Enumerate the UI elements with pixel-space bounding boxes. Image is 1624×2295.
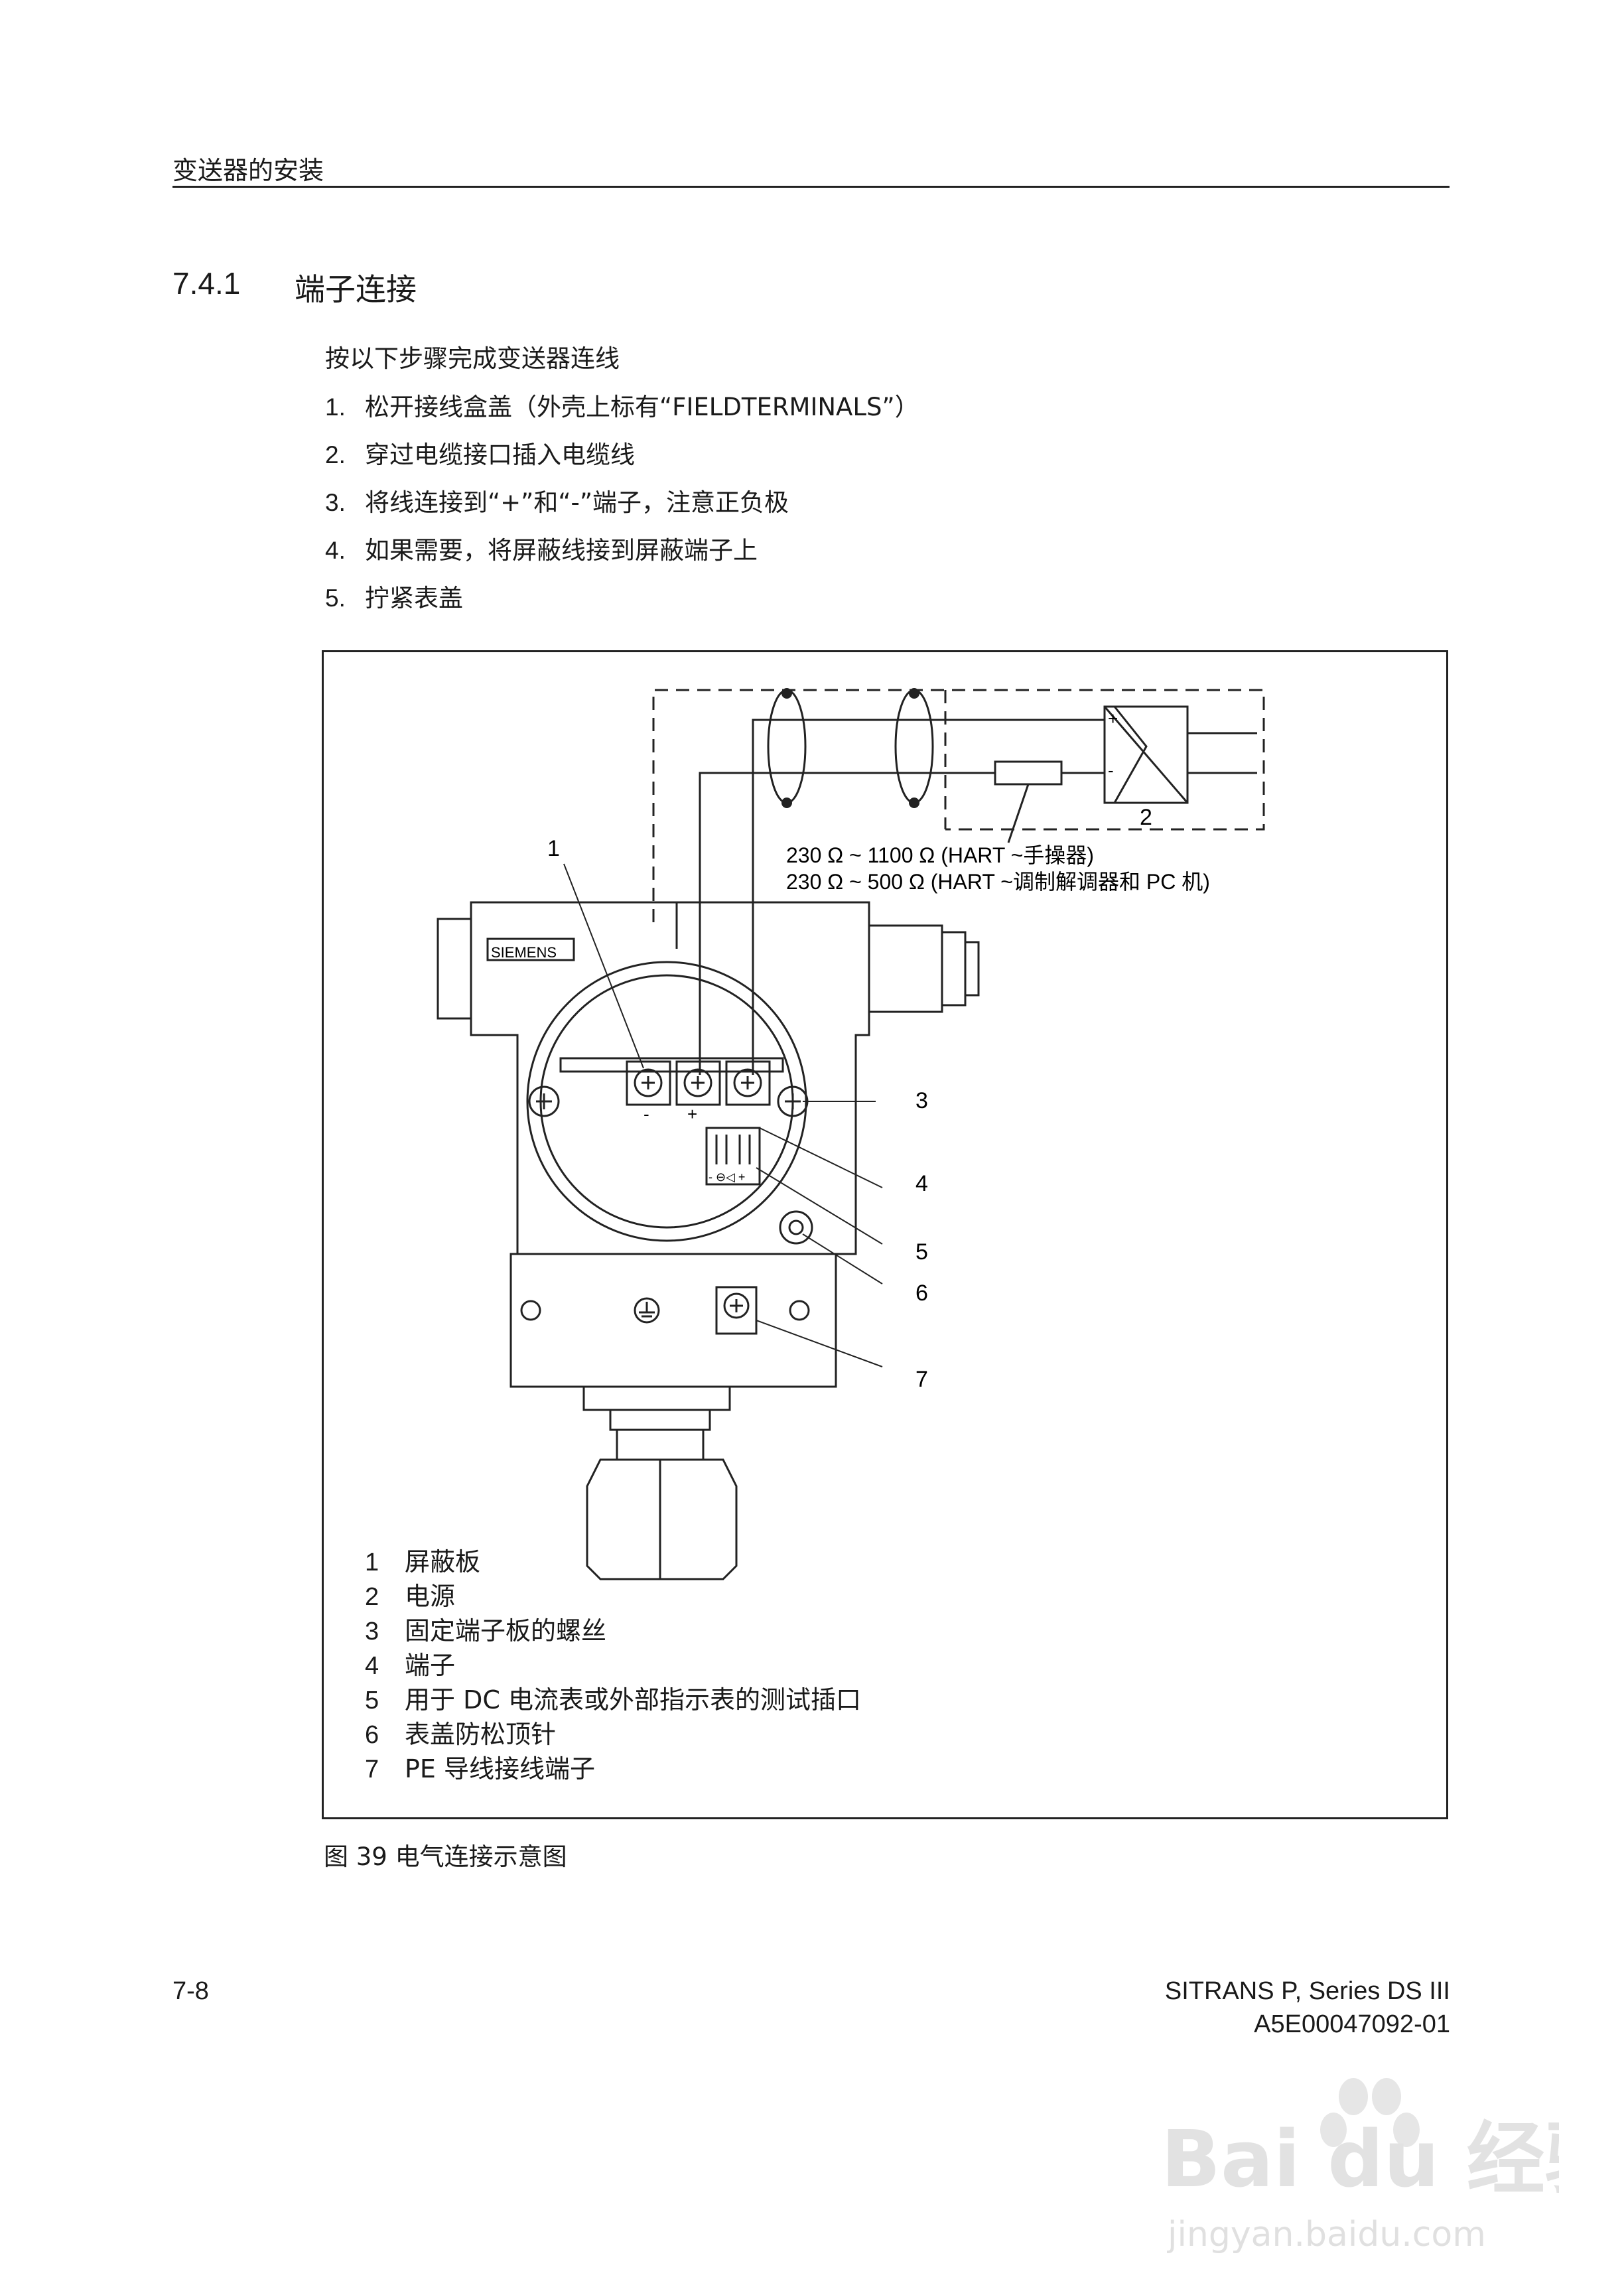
resistor-leader <box>1007 784 1030 843</box>
callout-5: 5 <box>915 1239 928 1265</box>
terminal-cover-ring-inner <box>539 974 794 1229</box>
pe-terminal <box>715 1286 758 1335</box>
board-screw-left <box>528 1085 560 1117</box>
callout-6: 6 <box>915 1281 928 1306</box>
resistance-range-modem: 230 Ω ~ 500 Ω (HART ~调制解调器和 PC 机) <box>786 870 1210 894</box>
header-rule <box>172 186 1450 188</box>
power-supply-symbol <box>1113 706 1148 803</box>
step-item: 4.如果需要，将屏蔽线接到屏蔽端子上 <box>325 536 758 565</box>
ground-symbol <box>634 1297 660 1324</box>
minus-wire <box>699 772 995 1075</box>
figure-caption: 图 39 电气连接示意图 <box>324 1843 567 1871</box>
supply-plus-label: + <box>1108 709 1118 729</box>
callout-1: 1 <box>547 836 560 861</box>
load-resistor <box>994 760 1063 786</box>
intro-text: 按以下步骤完成变送器连线 <box>325 344 620 373</box>
baidu-watermark: Bai du 经验 jingyan.baidu.com <box>1161 2078 1559 2255</box>
cable-bundle-left <box>767 689 807 804</box>
process-connection <box>582 1385 738 1580</box>
callout-3: 3 <box>915 1088 928 1113</box>
page-number: 7-8 <box>172 1977 209 2005</box>
power-supply-diagonal <box>1103 706 1189 803</box>
cable-bundle-right <box>894 689 934 804</box>
callout-2: 2 <box>1140 805 1152 830</box>
junction-dots <box>781 688 919 808</box>
callout-7: 7 <box>915 1367 928 1392</box>
watermark-brand: Bai du 经验 <box>1161 2113 1559 2205</box>
callout-leaders <box>563 863 883 1367</box>
plus-wire <box>752 719 1105 1075</box>
supply-minus-label: - <box>1108 760 1114 780</box>
shield-wire <box>652 689 1265 922</box>
product-name: SITRANS P, Series DS III <box>1164 1977 1450 2005</box>
test-socket <box>705 1127 761 1186</box>
brand-plate <box>486 938 575 961</box>
section-number: 7.4.1 <box>172 266 241 301</box>
section-title: 端子连接 <box>295 271 417 307</box>
paw-icon <box>1320 2078 1420 2147</box>
terminal-board <box>559 1057 784 1073</box>
step-item: 5.拧紧表盖 <box>325 584 463 612</box>
brand-label: SIEMENS <box>491 944 557 961</box>
callout-4: 4 <box>915 1171 928 1196</box>
step-item: 2.穿过电缆接口插入电缆线 <box>325 441 635 469</box>
test-socket-label: - ⊖◁ + <box>709 1170 745 1184</box>
watermark-url: jingyan.baidu.com <box>1167 2215 1486 2255</box>
step-item: 1.松开接线盒盖（外壳上标有“FIELDTERMINALS”） <box>325 393 919 421</box>
terminal-block <box>626 1060 771 1106</box>
step-item: 3.将线连接到“+”和“-”端子，注意正负极 <box>325 488 789 517</box>
plate-hole-right <box>789 1300 810 1321</box>
plate-hole-left <box>520 1300 541 1321</box>
terminal-minus-label: - <box>643 1104 649 1124</box>
document-id: A5E00047092-01 <box>1254 2010 1450 2038</box>
power-supply <box>1103 705 1189 804</box>
terminal-plus-label: + <box>687 1104 697 1124</box>
running-header: 变送器的安装 <box>172 156 324 185</box>
cover-lock-pin <box>779 1210 813 1245</box>
terminal-cover-ring <box>526 961 807 1242</box>
resistance-range-handheld: 230 Ω ~ 1100 Ω (HART ~手操器) <box>786 843 1094 867</box>
transmitter-housing <box>437 901 980 1388</box>
figure-frame <box>322 650 1448 1819</box>
